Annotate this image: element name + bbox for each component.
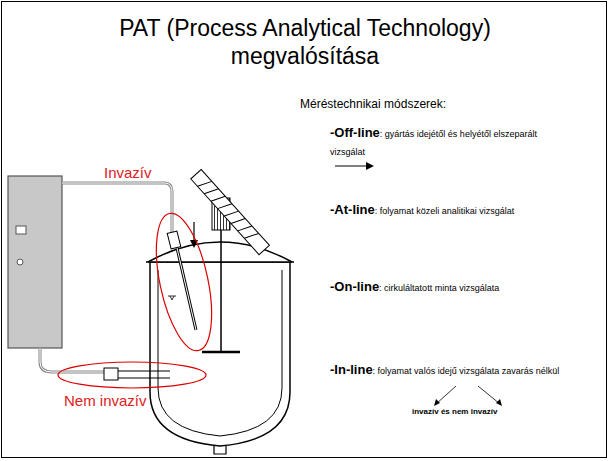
note: invazív és nem invazív [412, 407, 497, 416]
slide-title: PAT (Process Analytical Technology) megv… [95, 14, 515, 70]
method-term: -In-line [330, 362, 373, 377]
method-item: -At-line: folyamat közeli analitikai viz… [330, 201, 600, 219]
method-description: : folyamat közeli analitikai vizsgálat [375, 206, 515, 216]
method-item: -In-line: folyamat valós idejű vizsgálat… [330, 361, 605, 379]
region-label: Invazív [104, 164, 152, 181]
method-description: : cirkuláltatott minta vizsgálata [379, 283, 499, 293]
method-description: : folyamat valós idejű vizsgálata zavará… [373, 366, 560, 376]
region-label: Nem invazív [64, 392, 147, 409]
method-term: -On-line [330, 279, 379, 294]
method-term: -Off-line [330, 125, 380, 140]
method-item: -Off-line: gyártás idejétől és helyétől … [330, 124, 568, 160]
method-term: -At-line [330, 202, 375, 217]
method-item: -On-line: cirkuláltatott minta vizsgálat… [330, 278, 600, 296]
list-heading: Méréstechnikai módszerek: [300, 97, 446, 111]
